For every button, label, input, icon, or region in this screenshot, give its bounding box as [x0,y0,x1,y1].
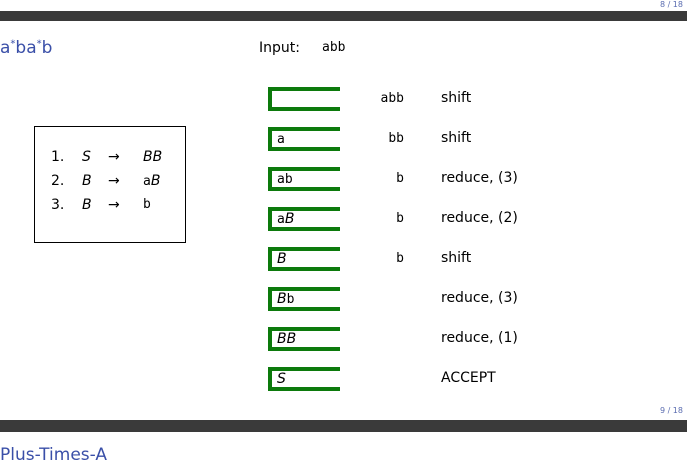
stack-cell: a [268,127,340,151]
grammar-box: 1. S → BB 2. B → aB 3. B → b [34,126,186,243]
stack-border [268,287,340,291]
remaining-input: b [396,251,404,266]
stack-border [268,167,340,171]
input-label: Input: [259,40,300,56]
rule-arrow: → [108,149,120,165]
stack-contents: a [277,131,285,148]
next-slide-title: Plus-Times-A [0,445,108,465]
stack-terminals: ab [277,172,293,187]
stack-contents: aB [277,211,294,228]
header-bar [0,11,687,21]
stack-border [268,247,340,251]
stack-border [268,87,272,111]
title-star: * [10,38,16,50]
rule-rhs: BB [143,149,163,165]
rule-lhs: B [82,197,92,213]
stack-border [268,227,340,231]
stack-cell: S [268,367,340,391]
stack-cell: ab [268,167,340,191]
stack-border [268,267,340,271]
stack-contents: Bb [277,291,294,308]
stack-border [268,367,272,391]
stack-nonterminals: B [284,211,295,227]
rule-arrow: → [108,197,120,213]
title-part: ba [15,38,37,58]
stack-border [268,127,272,151]
parse-action: ACCEPT [441,370,496,386]
stack-contents: S [277,371,286,388]
stack-border [268,147,340,151]
remaining-input: bb [388,131,404,146]
rule-rhs: aB [143,173,160,189]
parse-action: reduce, (1) [441,330,518,346]
title-star: * [36,38,42,50]
stack-contents: ab [277,171,293,188]
stack-terminals: a [277,132,285,147]
stack-terminals: a [277,212,285,227]
title-part: b [41,38,53,58]
rhs-nonterminal: B [150,173,161,189]
page-number-top: 8 / 18 [659,0,683,9]
stack-border [268,247,272,271]
stack-cell: Bb [268,287,340,311]
stack-border [268,367,340,371]
stack-border [268,207,340,211]
stack-contents: B [277,251,287,268]
stack-cell: aB [268,207,340,231]
parse-action: reduce, (2) [441,210,518,226]
stack-border [268,87,340,91]
stack-cell [268,87,340,111]
parse-action: shift [441,250,472,266]
stack-border [268,327,272,351]
remaining-input: b [396,171,404,186]
stack-nonterminals: BB [277,331,297,347]
stack-border [268,127,340,131]
parse-action: shift [441,130,472,146]
rule-number: 2. [51,173,65,189]
rule-lhs: S [82,149,91,165]
remaining-input: b [396,211,404,226]
rule-number: 3. [51,197,65,213]
stack-contents: BB [277,331,296,348]
remaining-input: abb [380,91,404,106]
parse-action: reduce, (3) [441,290,518,306]
slide-separator-bar [0,420,687,432]
slide-title: a*ba*b [0,38,52,58]
parse-action: reduce, (3) [441,170,518,186]
stack-border [268,307,340,311]
rhs-terminal: a [143,174,151,189]
stack-border [268,347,340,351]
stack-border [268,207,272,231]
stack-border [268,167,272,191]
parse-action: shift [441,90,472,106]
rule-number: 1. [51,149,65,165]
stack-cell: BB [268,327,340,351]
stack-nonterminals: S [277,371,286,387]
title-part: a [0,38,11,58]
stack-border [268,187,340,191]
stack-cell: B [268,247,340,271]
stack-border [268,287,272,311]
input-value: abb [322,40,346,55]
rule-lhs: B [82,173,92,189]
stack-nonterminals: B [277,251,287,267]
stack-border [268,107,340,111]
rule-arrow: → [108,173,120,189]
stack-border [268,327,340,331]
page-number-bottom: 9 / 18 [659,406,683,415]
stack-terminals: b [286,292,295,307]
stack-nonterminals: B [277,291,287,307]
rule-rhs: b [143,197,151,212]
stack-border [268,387,340,391]
